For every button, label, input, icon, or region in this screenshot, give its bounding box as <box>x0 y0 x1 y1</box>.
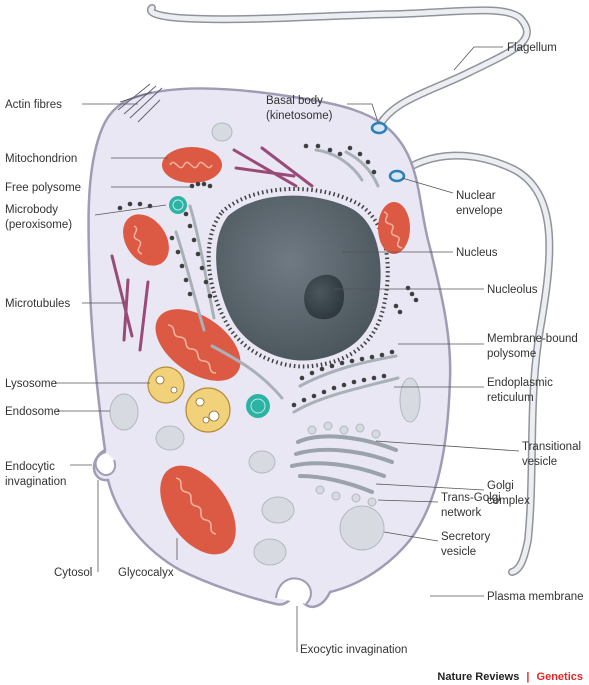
label-transitional-vesicle-sub: vesicle <box>522 456 557 468</box>
golgi-complex <box>290 434 398 494</box>
label-nuclear-envelope: Nuclear <box>456 190 496 202</box>
nucleolus <box>304 274 344 320</box>
label-golgi-complex: Golgi <box>487 480 514 492</box>
label-endosome: Endosome <box>5 406 60 418</box>
mitochondrion-5 <box>160 465 236 555</box>
label-nucleus: Nucleus <box>456 247 498 259</box>
label-golgi-complex-sub: complex <box>487 495 530 507</box>
exocytic-invagination <box>275 577 312 605</box>
microbody-2 <box>246 394 270 418</box>
lysosome <box>147 366 231 433</box>
endocytic-invagination <box>94 451 116 476</box>
label-nuclear-envelope-sub: envelope <box>456 205 503 217</box>
actin-fibres <box>117 83 163 123</box>
mitochondrion-2 <box>123 214 169 266</box>
basal-body <box>370 121 388 135</box>
credit-journal: Genetics <box>537 671 583 683</box>
membrane-bound-polysome <box>117 143 395 408</box>
microtubules <box>110 146 314 352</box>
mitochondrion <box>162 147 222 183</box>
label-transitional-vesicle: Transitional <box>522 441 581 453</box>
label-microbody: Microbody <box>5 204 58 216</box>
label-free-polysome: Free polysome <box>5 182 81 194</box>
flagellum <box>147 4 531 132</box>
label-endocytic-invagination: Endocytic <box>5 461 55 473</box>
publisher-credit: Nature Reviews | Genetics <box>437 671 583 683</box>
label-secretory-vesicle: Secretory <box>441 531 490 543</box>
endoplasmic-reticulum <box>174 148 400 414</box>
label-glycocalyx: Glycocalyx <box>118 567 174 579</box>
label-trans-golgi-network: Trans-Golgi <box>441 492 501 504</box>
label-membrane-bound-polysome: Membrane-bound <box>487 333 578 345</box>
label-secretory-vesicle-sub: vesicle <box>441 546 476 558</box>
basal-body-2 <box>388 169 406 183</box>
label-endoplasmic-reticulum-sub: reticulum <box>487 392 534 404</box>
credit-separator: | <box>526 671 529 683</box>
label-membrane-bound-polysome-sub: polysome <box>487 348 536 360</box>
svg-text:Nature Reviews | G: Nature Reviews | Genetics <box>437 671 583 683</box>
leader-lines <box>55 46 520 652</box>
label-basal-body: Basal body <box>266 95 323 107</box>
labels: Flagellum Actin fibres Basal body (kinet… <box>5 42 584 656</box>
label-nucleolus: Nucleolus <box>487 284 538 296</box>
mitochondrion-4 <box>155 309 241 381</box>
label-trans-golgi-network-sub: network <box>441 507 482 519</box>
microbody <box>169 196 187 214</box>
label-cytosol: Cytosol <box>54 567 92 579</box>
secretory-vesicle <box>248 450 385 566</box>
label-endocytic-invagination-sub: invagination <box>5 476 66 488</box>
label-exocytic-invagination: Exocytic invagination <box>300 644 407 656</box>
label-plasma-membrane: Plasma membrane <box>487 591 584 603</box>
label-basal-body-sub: (kinetosome) <box>266 110 333 122</box>
label-lysosome: Lysosome <box>5 378 57 390</box>
trans-golgi-network <box>315 485 377 507</box>
label-microbody-sub: (peroxisome) <box>5 219 72 231</box>
mitochondrion-3 <box>378 202 410 254</box>
label-mitochondrion: Mitochondrion <box>5 153 77 165</box>
label-actin-fibres: Actin fibres <box>5 99 62 111</box>
nucleus <box>216 195 381 361</box>
flagellum-trailing <box>394 151 554 576</box>
endosome <box>109 122 421 451</box>
label-flagellum: Flagellum <box>507 42 557 54</box>
credit-publisher: Nature Reviews <box>437 671 519 683</box>
label-microtubules: Microtubules <box>5 298 70 310</box>
nuclear-envelope <box>206 186 390 369</box>
label-endoplasmic-reticulum: Endoplasmic <box>487 377 553 389</box>
transitional-vesicle <box>307 421 381 439</box>
